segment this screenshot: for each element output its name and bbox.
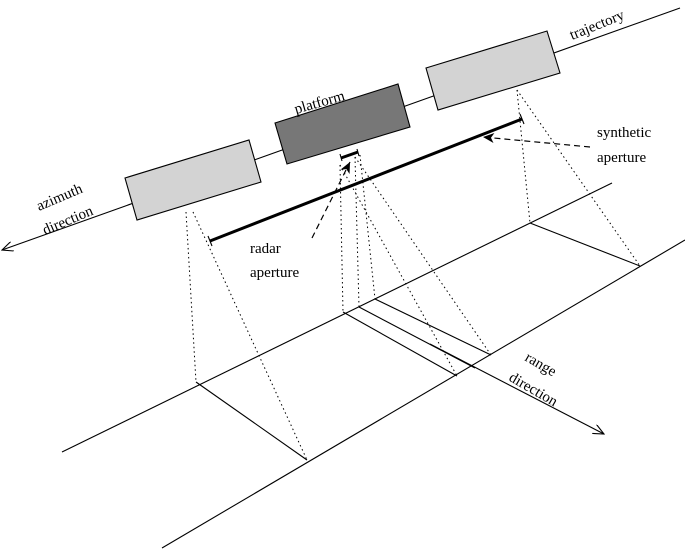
label-radar-aperture: aperture xyxy=(250,265,299,281)
synthetic-aperture-pointer xyxy=(482,133,591,148)
platform-box-center xyxy=(274,83,411,165)
footprint-center-cross-1 xyxy=(342,311,458,377)
platform-box-right xyxy=(425,30,561,111)
radar-aperture-bar xyxy=(339,148,360,162)
label-synthetic: synthetic xyxy=(597,125,651,141)
footprint-center-cross-3 xyxy=(374,298,492,356)
label-aperture: aperture xyxy=(597,150,646,166)
label-trajectory: trajectory xyxy=(568,7,628,44)
swath-far-edge xyxy=(161,239,685,549)
footprint-left-cross xyxy=(195,381,308,461)
label-radar: radar xyxy=(250,241,281,257)
platform-box-left xyxy=(124,139,262,221)
label-range: range xyxy=(522,350,559,381)
beam-right xyxy=(516,89,641,267)
range-direction-arrow xyxy=(429,343,604,434)
swath-near-edge xyxy=(61,182,613,453)
synthetic-aperture-bar xyxy=(207,113,525,247)
radar-aperture-pointer xyxy=(311,161,351,239)
beam-center xyxy=(339,154,492,377)
footprint-right-cross xyxy=(529,222,641,267)
beam-left xyxy=(185,211,308,461)
